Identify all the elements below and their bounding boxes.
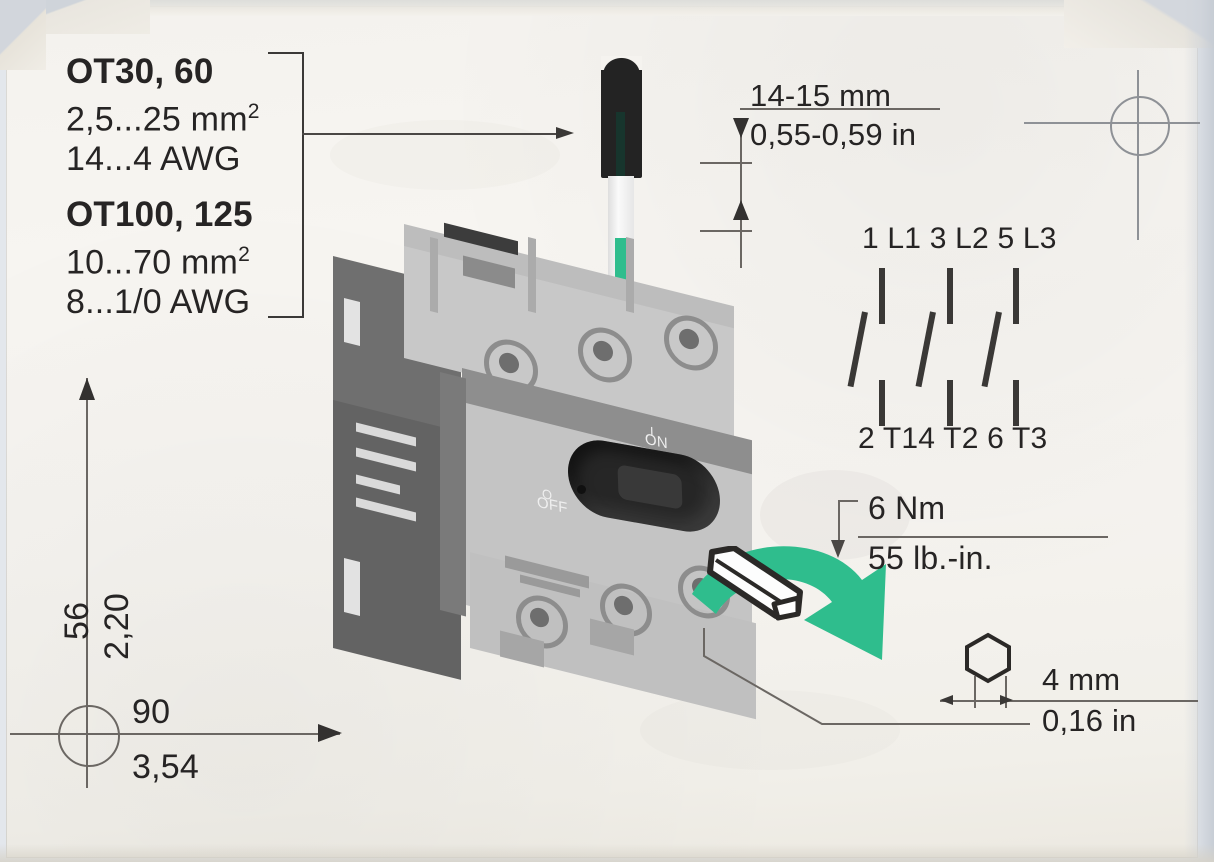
strip-callout-rule bbox=[740, 108, 940, 110]
terminal-divider bbox=[626, 237, 634, 313]
wire-range-metric-1: 2,5...25 mm2 bbox=[66, 100, 260, 139]
hexkey-dim-tick-right bbox=[1005, 676, 1007, 708]
hexkey-metric: 4 mm bbox=[1042, 662, 1121, 697]
box-top-strip bbox=[120, 0, 1080, 16]
wiring-pole-3-bottom bbox=[1013, 380, 1019, 426]
hexkey-dim-tick-left bbox=[974, 676, 976, 708]
wire-range-bracket bbox=[268, 52, 304, 318]
torque-metric: 6 Nm bbox=[868, 490, 946, 526]
wire-range-metric-2-exp: 2 bbox=[238, 243, 251, 266]
hexagon-icon bbox=[965, 632, 1011, 684]
box-corner-top-left-inner bbox=[0, 0, 46, 70]
terminal-divider bbox=[430, 237, 438, 313]
plate-clip bbox=[344, 558, 360, 616]
hexkey-dim-arrow-left bbox=[940, 695, 953, 705]
torque-callout-rule bbox=[858, 536, 1108, 538]
strip-dim-ext-bottom bbox=[700, 230, 752, 232]
wire-range-leader-arrow bbox=[556, 127, 574, 139]
terminal-divider bbox=[528, 237, 536, 313]
wiring-top-terminal-labels: 1 L1 3 L2 5 L3 bbox=[862, 222, 1057, 255]
dimension-width-metric: 90 bbox=[132, 693, 171, 731]
dimension-horizontal-line bbox=[10, 733, 340, 735]
hexkey-dim-line bbox=[940, 700, 1036, 702]
wiring-bottom-terminal-labels: 2 T14 T2 6 T3 bbox=[858, 422, 1048, 455]
dimension-origin-marker bbox=[58, 705, 120, 767]
switch-body-side bbox=[440, 372, 466, 617]
wiring-pole-3-top bbox=[1013, 268, 1019, 324]
wiring-pole-1-bottom bbox=[879, 380, 885, 426]
strip-dim-line bbox=[740, 120, 742, 268]
wiring-pole-1-top bbox=[879, 268, 885, 324]
wire-insulation-top-cut bbox=[601, 56, 642, 70]
wire-range-metric-1-exp: 2 bbox=[247, 100, 260, 123]
plate-clip bbox=[344, 298, 360, 346]
torque-leader-arrow bbox=[831, 540, 845, 558]
box-edge-bottom bbox=[0, 844, 1214, 862]
dimension-vertical-line bbox=[86, 378, 88, 788]
wiring-pole-2-bottom bbox=[947, 380, 953, 426]
strip-dim-arrow-top bbox=[733, 118, 749, 138]
wire-insulation-shadow bbox=[616, 112, 625, 178]
dimension-height-imperial: 2,20 bbox=[98, 593, 136, 660]
strip-length-metric: 14-15 mm bbox=[750, 78, 892, 113]
strip-dim-ext-top bbox=[700, 162, 752, 164]
dimension-vertical-arrow bbox=[79, 378, 95, 400]
hex-key-tool bbox=[707, 546, 803, 621]
torque-imperial: 55 lb.-in. bbox=[868, 540, 993, 576]
dimension-width-imperial: 3,54 bbox=[132, 748, 199, 786]
strip-length-imperial: 0,55-0,59 in bbox=[750, 117, 917, 152]
wire-range-metric-1-value: 2,5...25 mm bbox=[66, 100, 248, 139]
hexkey-callout-rule bbox=[1036, 700, 1198, 702]
wiring-pole-2-top bbox=[947, 268, 953, 324]
wire-range-awg-2: 8...1/0 AWG bbox=[66, 283, 251, 321]
hexkey-leader-line bbox=[703, 630, 1030, 725]
torque-leader-corner bbox=[838, 500, 858, 502]
hexkey-imperial: 0,16 in bbox=[1042, 703, 1137, 738]
dimension-horizontal-arrow bbox=[318, 724, 342, 742]
wire-range-metric-2: 10...70 mm2 bbox=[66, 243, 250, 282]
wire-range-awg-1: 14...4 AWG bbox=[66, 140, 241, 178]
wire-range-title-1: OT30, 60 bbox=[66, 52, 214, 91]
wire-range-leader-line bbox=[302, 133, 564, 135]
torque-leader-line bbox=[838, 500, 840, 548]
hexkey-dim-arrow-right bbox=[1000, 695, 1013, 705]
strip-dim-arrow-bottom bbox=[733, 200, 749, 220]
dimension-height-metric: 56 bbox=[58, 601, 96, 640]
wire-range-title-2: OT100, 125 bbox=[66, 195, 253, 234]
rotary-handle-pivot-dot bbox=[577, 485, 586, 494]
wire-range-metric-2-value: 10...70 mm bbox=[66, 243, 239, 282]
registration-crosshair-icon bbox=[1024, 60, 1214, 240]
box-edge-right bbox=[1184, 0, 1214, 862]
